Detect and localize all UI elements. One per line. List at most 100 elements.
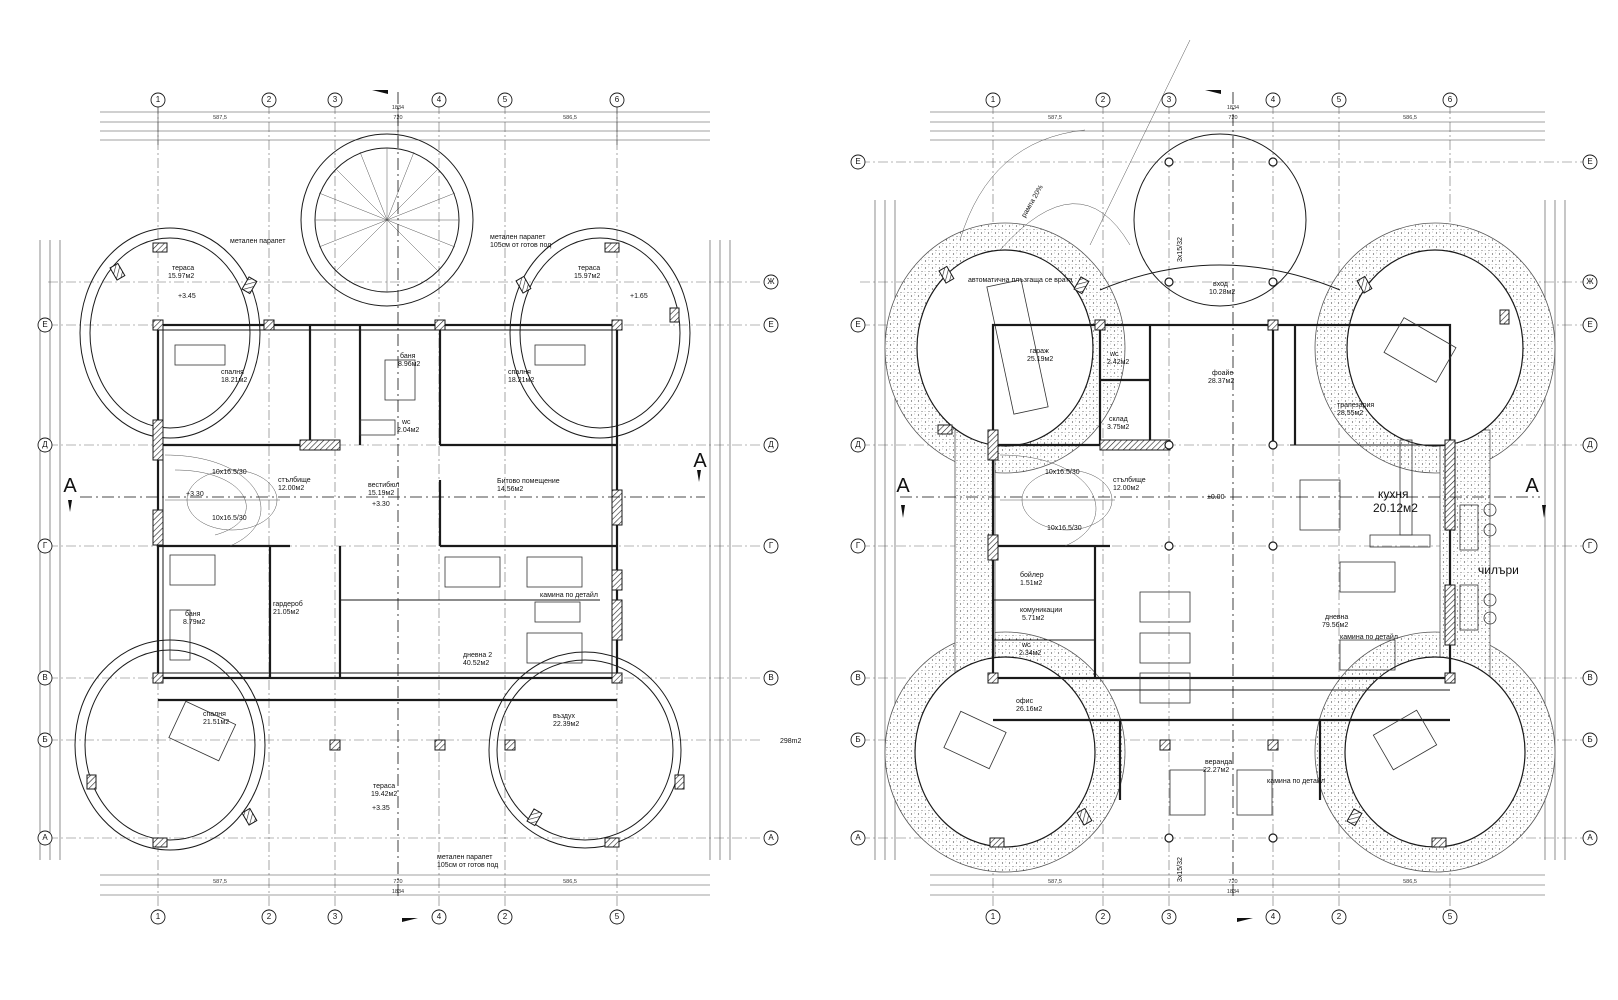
room-area: 2.04м2 [397,427,419,434]
room-area: 25.19м2 [1027,356,1053,363]
axis-row: Е [42,320,47,329]
note-parapet-right: метален парапет [490,234,546,241]
axis-bubbles-ground: 1 2 3 4 5 6 1 2 3 4 2 5 Е Е Д Г В Б А Е … [850,92,1598,925]
room-area: 79.56м2 [1322,622,1348,629]
axis-3: 3 [1167,95,1172,104]
dimension-chain-bottom: 1834 720 587,5 586,5 [100,874,710,896]
level-mark: +3.45 [178,293,196,300]
room-area: 26.16м2 [1016,706,1042,713]
room-area: 14.56м2 [497,486,523,493]
room-area: 12.00м2 [1113,485,1139,492]
plan-ground-floor: 1834 720 587,5 586,5 1834 720 587,5 586,… [850,39,1598,925]
dim-left-bay-bottom: 587,5 [1048,879,1062,885]
axis-row: Ж [1586,277,1594,286]
room-name: wc [1109,351,1119,358]
note-parapet-bottom: метален парапет [437,854,493,861]
axis-row: А [42,833,48,842]
room-area: 8.79м2 [183,619,205,626]
room-area: 21.51м2 [203,719,229,726]
room-name: вход [1213,281,1228,288]
furniture [168,344,586,762]
room-area: 8.96м2 [398,361,420,368]
room-area: 28.37м2 [1208,378,1234,385]
axis-6: 6 [1448,95,1453,104]
axis-bubbles-upper: 1 2 3 4 5 6 1 2 3 4 2 5 Е Д Г В Б А Ж Е … [37,92,779,925]
room-name: спалня [508,369,531,376]
room-name: баня [400,352,416,360]
note-fireplace: камина по детайл [540,591,598,599]
grid-lines [48,104,760,910]
axis-row: В [42,673,47,682]
level-mark: +1.65 [630,293,648,300]
note-stair-top: 10x16.5/30 [1045,469,1080,476]
axis-2b-bottom: 2 [503,912,508,921]
note-fireplace: камина по детайл [1340,633,1398,641]
room-area: 18.21м2 [221,377,247,384]
axis-row: Е [855,157,860,166]
axis-4: 4 [437,95,442,104]
axis-row: Г [43,541,48,550]
axis-1: 1 [156,95,161,104]
room-name: wc [401,419,411,426]
axis-row: Г [856,541,861,550]
axis-1: 1 [991,95,996,104]
axis-2: 2 [267,95,272,104]
dim-left-bay-top: 587,5 [1048,115,1062,121]
level-mark: +3.30 [186,491,204,498]
axis-1-bottom: 1 [991,912,996,921]
room-name: вестибюл [368,481,399,489]
straight-stair [999,454,1115,547]
axis-5: 5 [1337,95,1342,104]
note-parapet-right-height: 105см от готов под [490,242,551,249]
room-area: 15.19м2 [368,490,394,497]
room-area: 5.71м2 [1022,615,1044,622]
dim-middle-bottom: 720 [1228,879,1237,885]
dim-right-bay-top: 586,5 [563,115,577,121]
room-area: 18.21м2 [508,377,534,384]
axis-row: Г [1588,541,1593,550]
room-labels-upper: тераса 15.97м2 тераса 15.97м2 спалня 18.… [168,234,802,869]
dining-table [1383,317,1457,383]
axis-row: В [1587,673,1592,682]
level-mark: ±0.00 [1207,494,1225,501]
garage-ramp [959,39,1191,415]
axis-5-bottom: 5 [615,912,620,921]
axis-row: А [855,833,861,842]
axis-5-bottom: 5 [1448,912,1453,921]
note-fireplace: камина по детайл [1267,777,1325,785]
spiral-stair [315,148,459,292]
room-name: тераса [578,265,600,272]
room-area: 19.42м2 [371,791,397,798]
room-name: офис [1016,698,1034,705]
columns [86,242,685,848]
axis-2: 2 [1101,95,1106,104]
axis-row: Е [1587,320,1592,329]
axis-2-bottom: 2 [1101,912,1106,921]
room-name: склад [1109,416,1128,423]
dimension-chain-bottom: 1834 720 587,5 586,5 [930,874,1545,896]
axis-3-bottom: 3 [1167,912,1172,921]
section-mark-right: А [693,450,707,472]
axis-row: Б [1587,735,1592,744]
dim-left-bay-top: 587,5 [213,115,227,121]
axis-row: Д [855,440,861,449]
dimension-chain-top: 1834 720 587,5 586,5 [930,105,1545,141]
note-chillers: чилъри [1478,563,1519,577]
axis-row: Е [1587,157,1592,166]
room-area: 12.00м2 [278,485,304,492]
room-name: веранда [1205,759,1232,766]
landscape-bays [884,133,1556,873]
room-area: 22.27м2 [1203,767,1229,774]
axis-row: Б [855,735,860,744]
note-parapet-left: метален парапет [230,238,286,245]
note-steps: 3x15/32 [1177,857,1184,882]
room-name: стълбище [278,476,311,484]
section-line-a: А А [896,90,1546,922]
dimension-chain-top: 1834 720 587,5 586,5 [100,105,710,145]
room-name: бойлер [1020,571,1044,579]
axis-2b-bottom: 2 [1337,912,1342,921]
room-area-kitchen: 20.12м2 [1373,501,1418,515]
room-area: 28.55м2 [1337,410,1363,417]
note-stair-bottom: 10x16.5/30 [212,515,247,522]
room-name: баня [185,610,201,618]
